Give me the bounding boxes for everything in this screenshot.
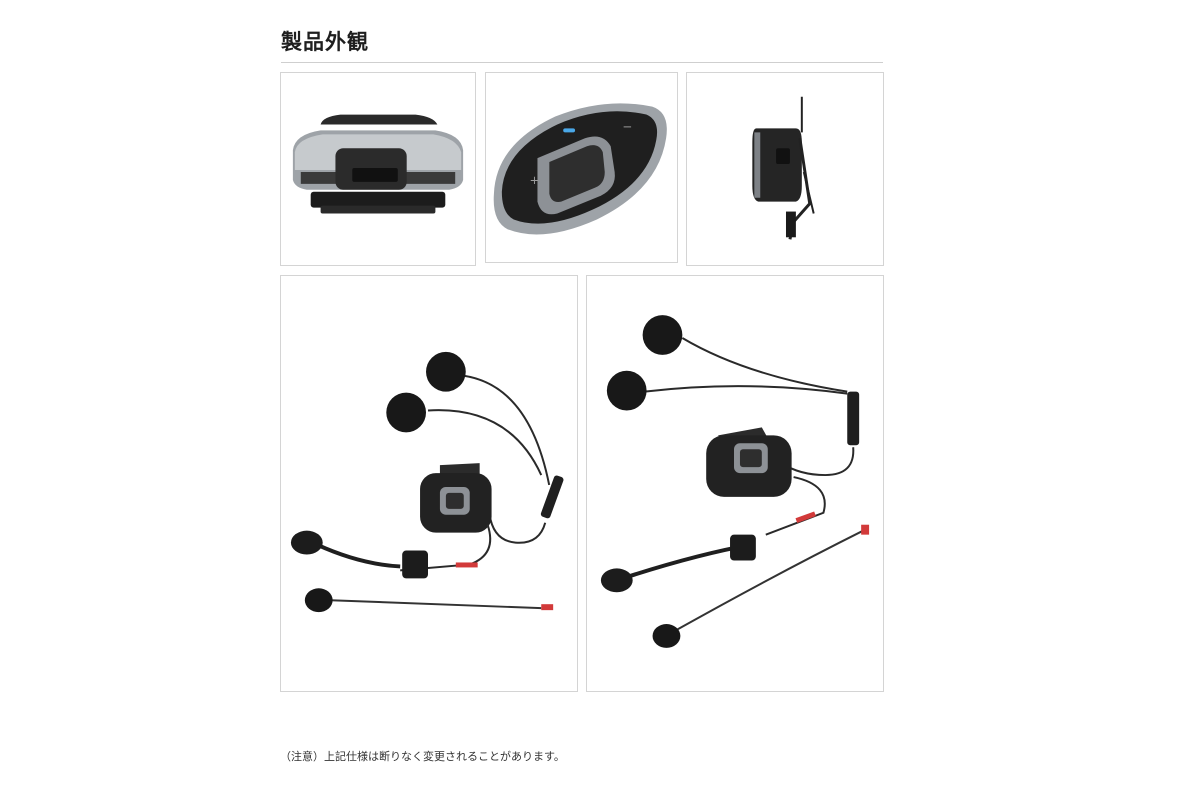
title-divider bbox=[281, 62, 883, 63]
kit-left-illustration bbox=[290, 351, 564, 613]
headset-front-illustration: + − bbox=[493, 103, 667, 235]
product-photo-top-view bbox=[280, 72, 476, 266]
product-photo-kit-left bbox=[280, 275, 578, 692]
product-photo-kit-right bbox=[586, 275, 884, 692]
headset-top-illustration bbox=[292, 114, 464, 214]
disclaimer-note: （注意）上記仕様は断りなく変更されることがあります。 bbox=[280, 750, 565, 763]
kit-right-illustration bbox=[600, 315, 870, 648]
svg-text:+: + bbox=[530, 173, 540, 187]
svg-text:−: − bbox=[623, 119, 633, 133]
headset-side-illustration bbox=[752, 96, 815, 240]
product-photo-side-view bbox=[686, 72, 884, 266]
product-photo-front-view: + − bbox=[485, 72, 678, 263]
section-title: 製品外観 bbox=[281, 30, 369, 54]
